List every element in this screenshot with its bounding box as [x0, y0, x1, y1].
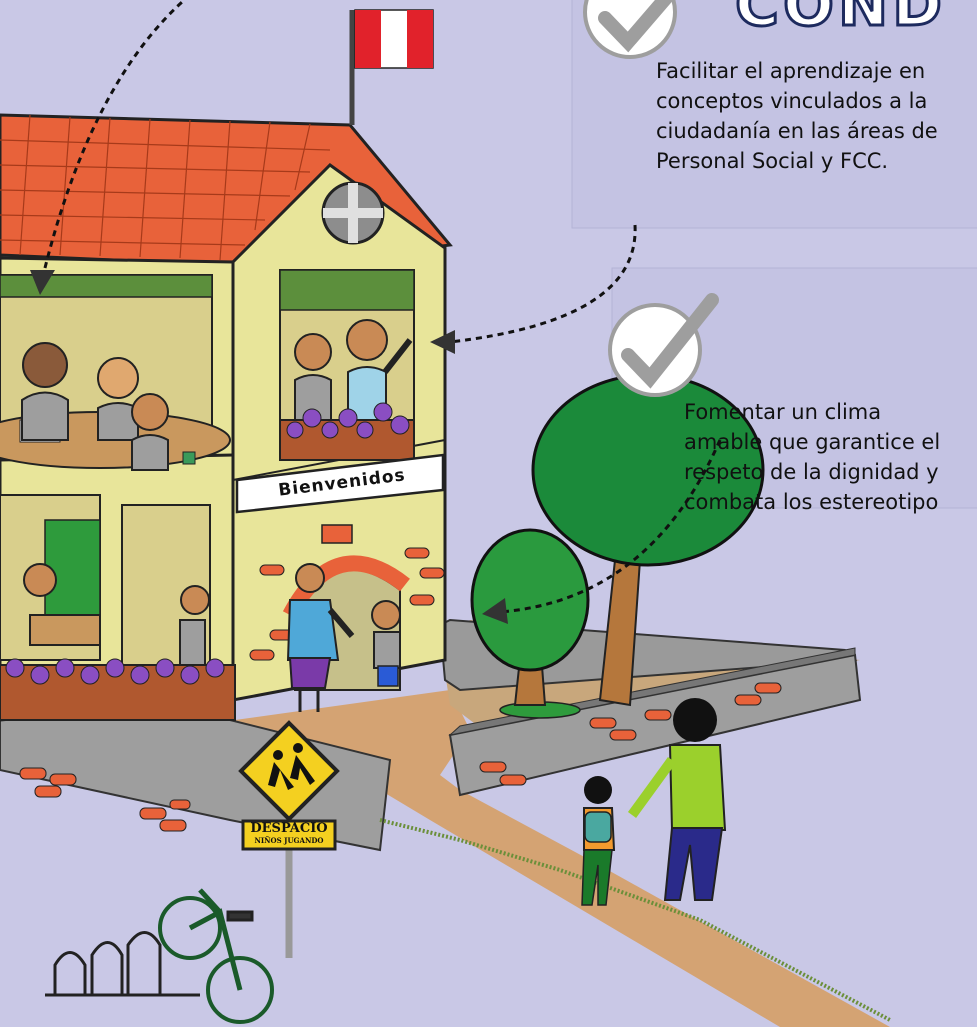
- header-fragment: COND: [733, 0, 947, 42]
- road-sign-line2: NIÑOS JUGANDO: [254, 836, 324, 845]
- callout-1-line: conceptos vinculados a la: [656, 89, 928, 113]
- path-floor: [235, 690, 890, 1027]
- check-icon: [608, 293, 719, 397]
- bicycle-icon: [45, 888, 274, 1024]
- arrow-heads: [30, 270, 508, 624]
- tree-back: [531, 373, 765, 707]
- callout-text-1: Facilitar el aprendizaje en conceptos vi…: [656, 56, 938, 176]
- callout-2-line: respeto de la dignidad y: [684, 460, 939, 484]
- check-icon: [583, 0, 677, 59]
- window-upper-right: [279, 269, 415, 461]
- child-at-door: [371, 600, 401, 687]
- callout-1-line: ciudadanía en las áreas de: [656, 119, 938, 143]
- children-crossing-icon: [268, 743, 315, 790]
- roof-tiles: [0, 114, 331, 261]
- dotted-arrows: [40, 0, 722, 614]
- tree-front: [470, 528, 590, 719]
- callout-2-line: amable que garantice el: [684, 430, 941, 454]
- wall-bricks-right: [479, 682, 782, 786]
- road-sign: [238, 720, 340, 958]
- welcome-banner-shape: [235, 453, 445, 514]
- facade-bricks: [249, 547, 445, 661]
- parent-and-child: [581, 698, 727, 906]
- callout-text-2: Fomentar un clima amable que garantice e…: [684, 397, 940, 517]
- callout-1-line: Facilitar el aprendizaje en: [656, 59, 926, 83]
- classroom-lower-left: [0, 494, 236, 721]
- callout-2-line: Fomentar un clima: [684, 400, 882, 424]
- flag-icon: [349, 9, 434, 125]
- callout-2-line: combata los estereotipo: [684, 490, 939, 514]
- callout-1-line: Personal Social y FCC.: [656, 149, 889, 173]
- classroom-upper-left: [0, 274, 231, 471]
- round-window: [321, 181, 385, 245]
- wall-bricks-left: [19, 767, 191, 832]
- road-sign-line1: DESPACIO: [250, 821, 328, 836]
- teacher-figure: [286, 563, 355, 712]
